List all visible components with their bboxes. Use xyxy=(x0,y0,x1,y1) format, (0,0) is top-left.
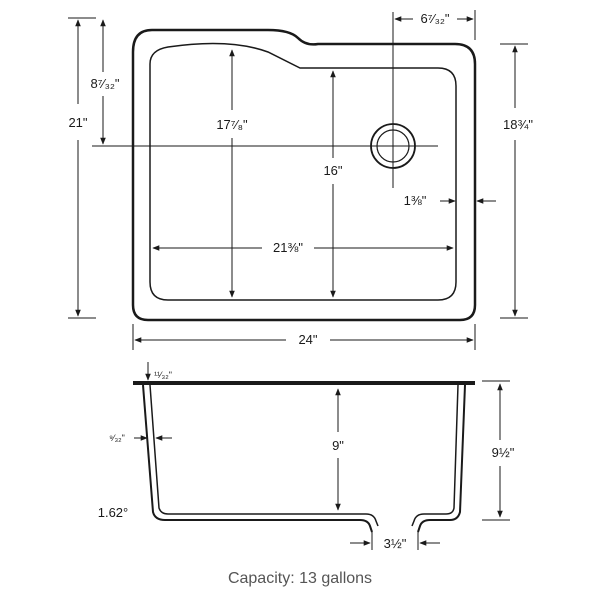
overall-width-label: 24" xyxy=(298,332,317,347)
side-view xyxy=(133,362,510,550)
sink-outer-outline xyxy=(131,28,477,322)
sink-inner-outline xyxy=(149,42,457,301)
overall-height-label: 21" xyxy=(68,115,87,130)
drain-width-label: 3½" xyxy=(384,536,407,551)
capacity-caption: Capacity: 13 gallons xyxy=(227,570,373,587)
inner-depth-right-label: 16" xyxy=(323,163,342,178)
drain-offset-label: 6⁷⁄₃₂" xyxy=(420,11,449,26)
right-height-label: 18¾" xyxy=(503,117,533,132)
side-view-labels: ¹¹⁄₃₂" ⁹⁄₃₂" 9" 9½" 1.62° 3½" xyxy=(98,370,515,551)
overall-depth-label: 9½" xyxy=(492,445,515,460)
bowl-depth-label: 9" xyxy=(332,438,344,453)
deck-thickness-label: ¹¹⁄₃₂" xyxy=(154,370,172,380)
rim-width-label: 1⅜" xyxy=(404,193,427,208)
sink-side-outer xyxy=(142,384,466,533)
inner-width-label: 21⅜" xyxy=(273,240,303,255)
top-view-labels: 21" 8⁷⁄₃₂" 6⁷⁄₃₂" 17⁷⁄₈" 16" 18¾" 1⅜" 21… xyxy=(68,11,533,347)
wall-thickness-label: ⁹⁄₃₂" xyxy=(109,433,125,443)
sink-side-inner xyxy=(149,384,459,527)
top-view xyxy=(68,10,528,350)
upper-depth-label: 8⁷⁄₃₂" xyxy=(90,76,119,91)
inner-depth-left-label: 17⁷⁄₈" xyxy=(216,117,248,132)
sink-deck xyxy=(133,381,475,385)
wall-angle-label: 1.62° xyxy=(98,505,129,520)
